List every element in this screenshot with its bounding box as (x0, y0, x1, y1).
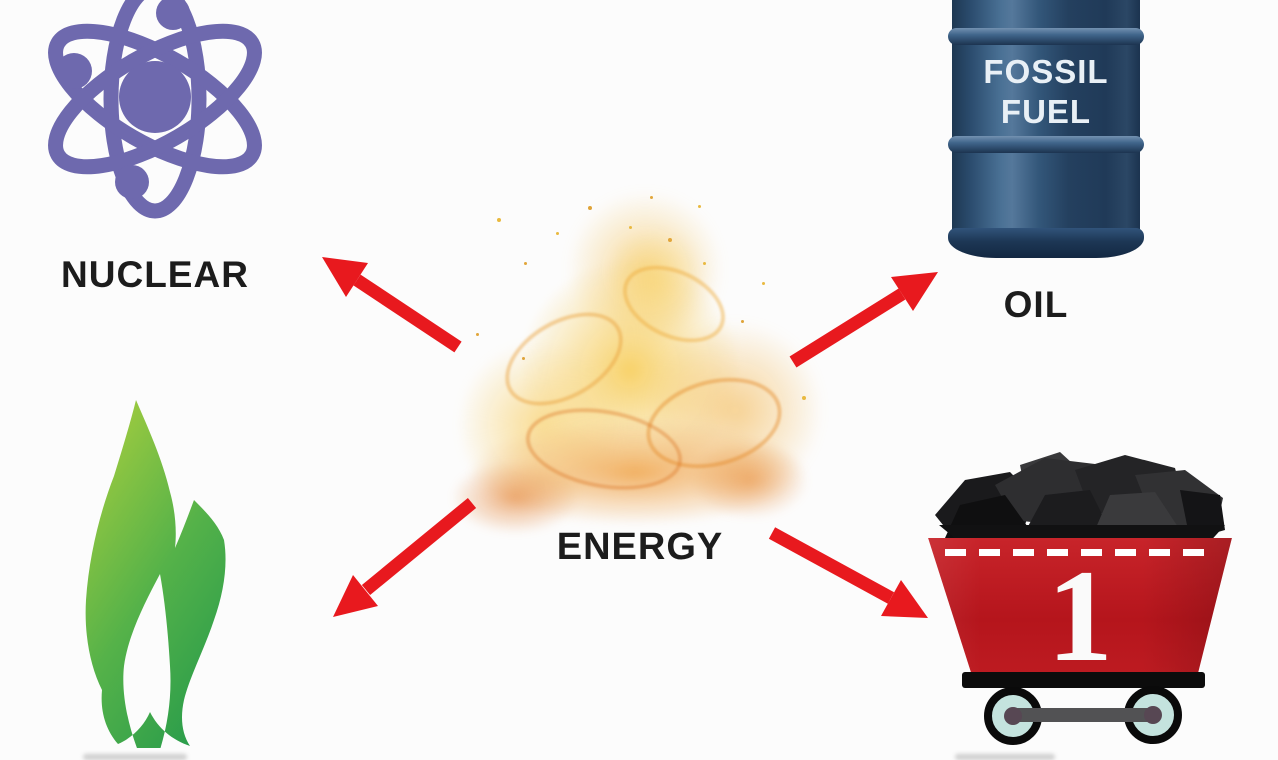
green-flame-icon (85, 400, 226, 748)
atom-nucleus (119, 61, 191, 133)
barrel-hoop (948, 136, 1144, 153)
barrel-hoop (948, 28, 1144, 45)
cart-wheel-hub (1004, 707, 1022, 725)
cart-axle (1007, 708, 1159, 722)
coal-label-cutoff-hint (955, 754, 1055, 760)
arrow-up-left-icon (322, 257, 462, 353)
fire-flame-icon (440, 185, 835, 535)
fossil-fuel-line1: FOSSIL (983, 53, 1109, 90)
cart-wheel-hub (1144, 706, 1162, 724)
energy-label: ENERGY (556, 526, 724, 568)
gas-label-cutoff-hint (83, 754, 187, 760)
atom-electron (115, 165, 149, 199)
coal-pile (935, 452, 1225, 545)
arrow-down-right-icon (768, 527, 928, 618)
nuclear-label: NUCLEAR (61, 254, 249, 295)
coal-cart-icon: 1 (925, 450, 1235, 750)
cart-number: 1 (1047, 542, 1113, 689)
barrel-bottom-rim (948, 228, 1144, 258)
fossil-fuel-text: FOSSIL FUEL (948, 52, 1144, 133)
cart-dashed-stripe (945, 549, 1217, 556)
oil-label: OIL (1003, 284, 1069, 325)
atom-icon (48, 0, 262, 219)
cart-body (928, 538, 1232, 674)
fossil-fuel-line2: FUEL (1000, 93, 1092, 131)
oil-barrel-icon: FOSSIL FUEL (948, 0, 1144, 258)
atom-electron (156, 0, 190, 30)
cart-chassis (962, 672, 1205, 688)
atom-electron (56, 53, 92, 89)
